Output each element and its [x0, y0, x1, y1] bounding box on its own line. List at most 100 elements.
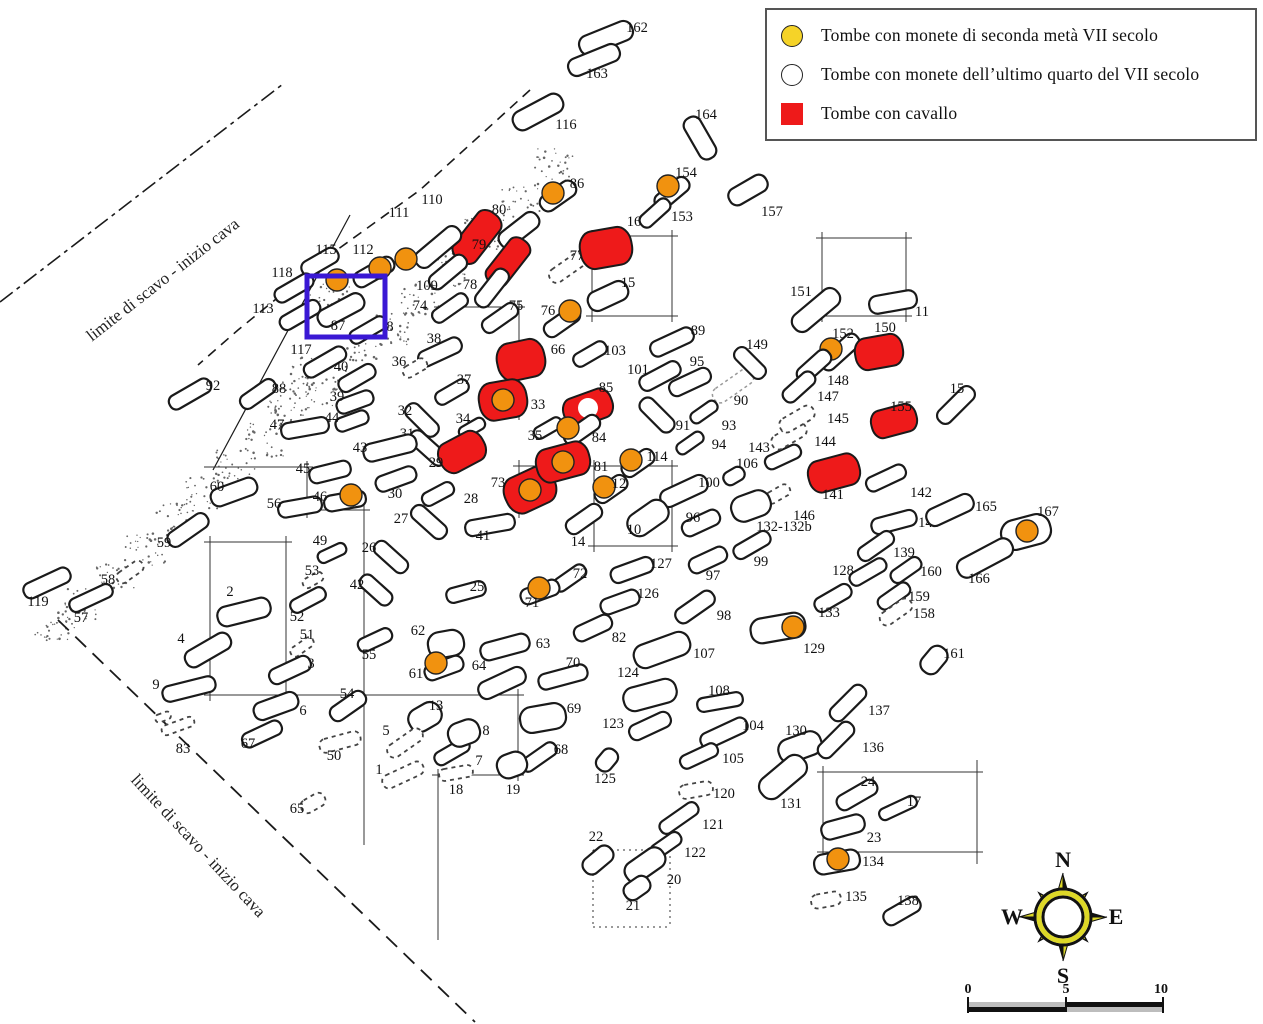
stipple-dot — [299, 357, 302, 360]
tomb-label: 70 — [566, 655, 581, 671]
tomb-shape — [675, 430, 705, 456]
stipple-dot — [305, 383, 309, 387]
tomb-23 — [820, 813, 866, 841]
tomb-label: 124 — [617, 665, 640, 681]
tomb-shape — [278, 298, 322, 332]
stipple-dot — [64, 604, 66, 606]
tomb-shape — [790, 286, 842, 334]
stipple-dot — [298, 378, 300, 380]
tomb-shape — [477, 665, 527, 701]
stipple-dot — [277, 407, 280, 410]
coin-dot-icon — [656, 174, 680, 198]
tomb-label: 76 — [541, 303, 556, 319]
tomb-shape — [781, 370, 817, 404]
tomb-103 — [572, 340, 608, 368]
tomb-shape — [699, 716, 749, 750]
tomb-142 — [864, 463, 908, 493]
tomb-label: 41 — [476, 528, 491, 544]
tomb-4 — [183, 631, 233, 669]
tomb-111 — [413, 224, 463, 270]
stipple-dot — [310, 357, 313, 360]
stipple-dot — [299, 414, 302, 416]
tomb-94 — [675, 430, 705, 456]
tomb-63 — [479, 632, 531, 662]
stipple-dot — [294, 402, 296, 404]
tomb-124 — [622, 677, 678, 713]
stipple-dot — [47, 629, 51, 632]
tomb-label: 104 — [742, 718, 765, 734]
stipple-dot — [215, 451, 218, 454]
tomb-99 — [732, 529, 772, 561]
tomb-shape — [878, 794, 918, 822]
coin-dot-icon — [558, 299, 582, 323]
stipple-dot — [526, 206, 529, 209]
stipple-dot — [173, 525, 176, 528]
stipple-dot — [57, 616, 60, 620]
stipple-dot — [146, 533, 149, 536]
tomb-16 — [578, 225, 634, 271]
stipple-dot — [221, 471, 224, 474]
tomb-20 — [623, 846, 667, 884]
tomb-label: 128 — [832, 563, 854, 579]
stipple-dot — [58, 637, 61, 641]
tomb-shape — [878, 597, 914, 627]
stipple-dot — [339, 368, 342, 371]
stipple-dot — [136, 534, 138, 536]
stipple-dot — [424, 306, 427, 309]
tomb-145 — [778, 404, 816, 434]
stipple-dot — [186, 487, 188, 489]
tomb-label: 164 — [695, 107, 718, 123]
highlight-rectangle — [304, 273, 388, 340]
stipple-dot — [249, 426, 252, 428]
stipple-dot — [405, 340, 408, 343]
stipple-dot — [314, 389, 317, 392]
compass-rose: N E S W — [1001, 847, 1123, 988]
scale-bar-segment — [1066, 1002, 1163, 1007]
stipple-dot — [60, 634, 62, 636]
stipple-dot — [216, 456, 219, 459]
tomb-label: 36 — [392, 354, 407, 370]
stipple-dot — [345, 290, 349, 293]
stipple-dot — [150, 561, 152, 563]
coin-dot-icon — [781, 615, 805, 639]
stipple-dot — [403, 331, 406, 334]
stipple-dot — [551, 178, 553, 180]
tomb-shape — [209, 476, 259, 508]
stipple-dot — [417, 311, 420, 314]
tomb-label: 28 — [464, 491, 479, 507]
scale-label-5: 5 — [1063, 982, 1070, 997]
tomb-82 — [572, 613, 614, 643]
stipple-dot — [245, 437, 248, 441]
tomb-label: 125 — [594, 771, 616, 787]
tomb-label: 21 — [626, 898, 641, 914]
stipple-dot — [533, 184, 537, 187]
tomb-shape — [856, 529, 896, 563]
stipple-dot — [524, 190, 527, 193]
stipple-dot — [209, 502, 211, 504]
tomb-78 — [473, 267, 511, 309]
tomb-9 — [161, 675, 217, 703]
compass-ring-band — [1036, 890, 1090, 944]
tomb-label: 142 — [910, 485, 932, 501]
stipple-dot — [275, 432, 278, 435]
stipple-dot — [185, 502, 188, 505]
tomb-33 — [477, 378, 529, 422]
stipple-dot — [512, 186, 515, 189]
stipple-dot — [223, 454, 225, 456]
stipple-dot — [66, 587, 70, 591]
tomb-116 — [511, 92, 565, 132]
stipple-dot — [45, 636, 47, 638]
stipple-dot — [270, 455, 273, 458]
stipple-dot — [123, 558, 127, 562]
tomb-shape — [473, 267, 511, 309]
stipple-dot — [237, 467, 240, 469]
tomb-shape — [401, 357, 429, 379]
stipple-dot — [400, 301, 403, 304]
stipple-dot — [252, 451, 255, 455]
yellow-circle-icon — [781, 24, 803, 47]
tomb-143 — [763, 443, 803, 471]
tomb-66 — [495, 337, 547, 383]
stipple-dot — [508, 206, 511, 208]
stipple-dot — [178, 508, 181, 512]
